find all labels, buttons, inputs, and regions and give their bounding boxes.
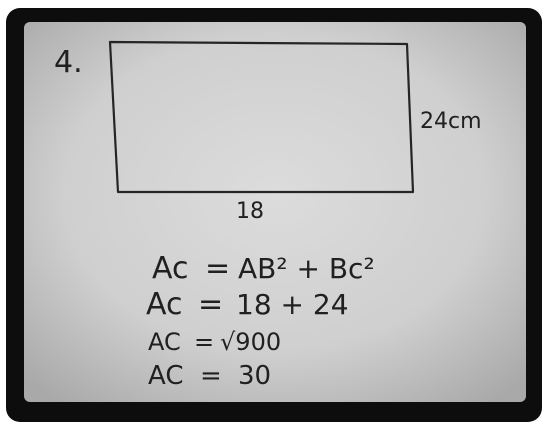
work-line-2-eq: = <box>198 287 223 322</box>
work-line-3-rhs: √900 <box>220 328 281 356</box>
width-label: 18 <box>236 199 264 224</box>
work-line-2-rhs: 18 + 24 <box>236 288 349 321</box>
work-line-2-lhs: Ac <box>146 287 183 322</box>
work-line-1-eq: = <box>205 251 230 286</box>
problem-number: 4. <box>54 45 83 80</box>
work-line-3-lhs: AC <box>148 328 181 356</box>
work-line-1-lhs: Ac <box>152 251 189 286</box>
work-line-4: AC = 30 <box>148 361 271 391</box>
height-label: 24cm <box>420 109 482 134</box>
drawn-rectangle <box>108 40 415 194</box>
work-line-1-rhs: AB² + Bc² <box>238 252 375 285</box>
work-line-1: Ac = AB² + Bc² <box>152 251 375 286</box>
work-line-3: AC = √900 <box>148 328 281 356</box>
work-line-3-eq: = <box>194 328 214 356</box>
work-line-4-eq: = <box>200 361 222 391</box>
work-line-4-lhs: AC <box>148 361 183 391</box>
work-line-2: Ac = 18 + 24 <box>146 287 349 322</box>
work-line-4-rhs: 30 <box>238 361 271 391</box>
paper <box>24 22 526 402</box>
